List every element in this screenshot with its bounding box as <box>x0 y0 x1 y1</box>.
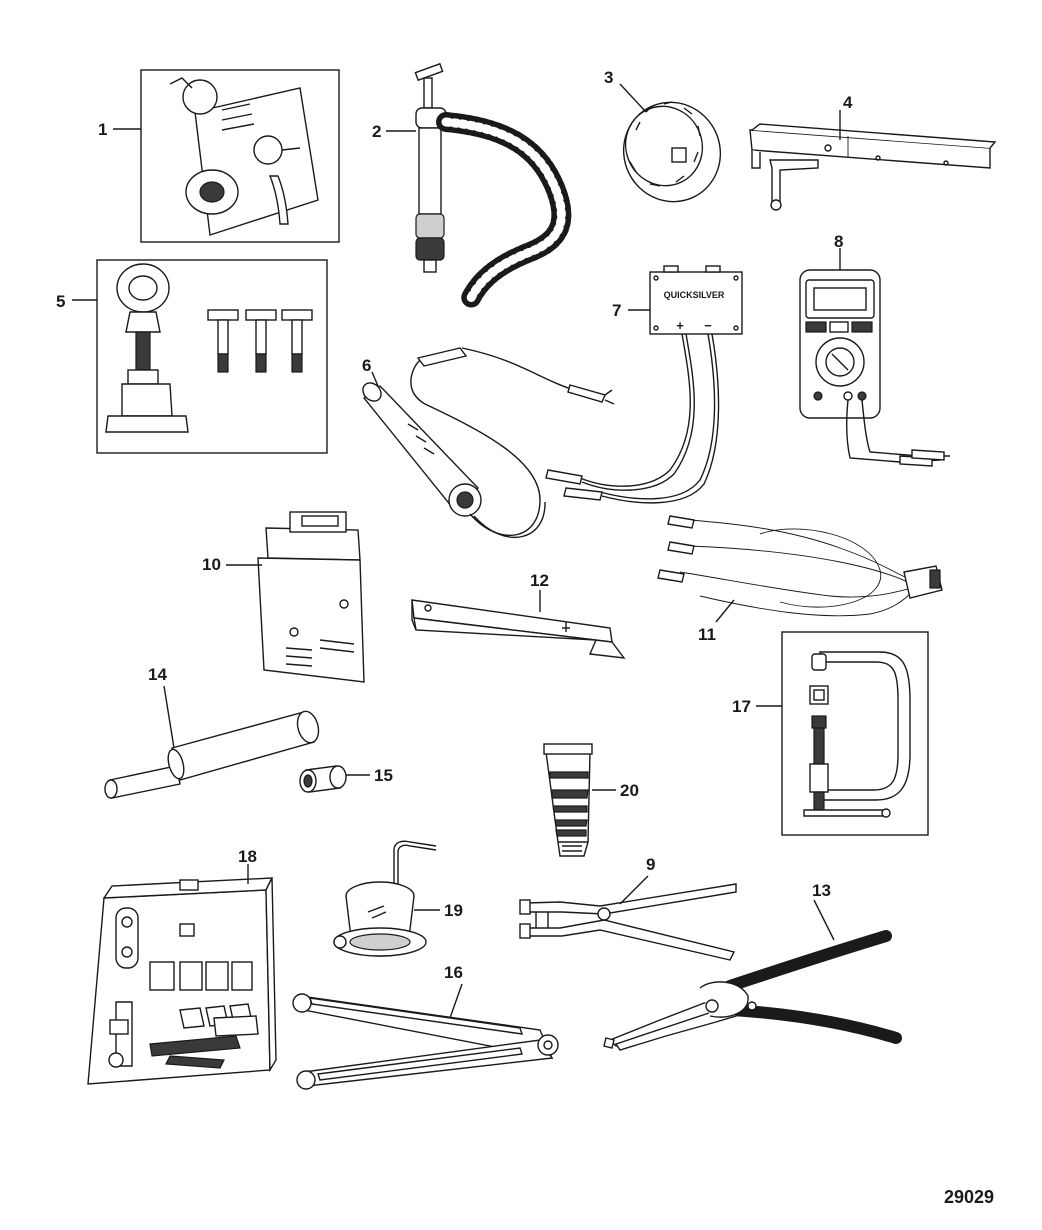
tool-7-box <box>649 271 743 335</box>
tool-10: 10 <box>202 511 365 683</box>
tool-13: 13 <box>603 881 902 1051</box>
tool-2: 2 <box>372 62 572 310</box>
tool-9: 9 <box>519 855 737 961</box>
quicksilver-label: QUICKSILVER <box>664 290 725 300</box>
callout-8: 8 <box>834 232 843 251</box>
tool-12: 12 <box>411 571 626 659</box>
tool-15: 15 <box>299 765 393 793</box>
tool-4: 4 <box>749 93 997 211</box>
callout-15: 15 <box>374 766 393 785</box>
callout-2: 2 <box>372 122 381 141</box>
tool-19: 19 <box>333 840 463 957</box>
tool-20: 20 <box>543 743 639 857</box>
tool-1: 1 <box>98 69 340 243</box>
callout-7: 7 <box>612 301 621 320</box>
tool-16: 16 <box>292 963 559 1090</box>
callout-1: 1 <box>98 120 107 139</box>
tool-8: 8 <box>799 232 950 467</box>
callout-13: 13 <box>812 881 831 900</box>
callout-5: 5 <box>56 292 65 311</box>
callout-17: 17 <box>732 697 751 716</box>
plus-terminal-label: + <box>676 318 684 333</box>
callout-16: 16 <box>444 963 463 982</box>
callout-12: 12 <box>530 571 549 590</box>
callout-20: 20 <box>620 781 639 800</box>
tool-18: 18 <box>87 847 277 1085</box>
tool-3: 3 <box>604 68 722 203</box>
tool-14: 14 <box>104 665 320 799</box>
tool-6: 6 <box>362 347 615 539</box>
figure-number: 29029 <box>944 1187 995 1207</box>
callout-11: 11 <box>698 625 716 644</box>
callout-4: 4 <box>843 93 853 112</box>
tool-11: 11 <box>657 515 943 644</box>
callout-14: 14 <box>148 665 167 684</box>
callout-6: 6 <box>362 356 371 375</box>
callout-18: 18 <box>238 847 257 866</box>
callout-9: 9 <box>646 855 655 874</box>
callout-10: 10 <box>202 555 221 574</box>
tool-7: QUICKSILVER + − 7 <box>545 265 743 504</box>
minus-terminal-label: − <box>704 318 712 333</box>
tool-5: 5 <box>56 259 328 454</box>
tool-5-bolts <box>207 309 313 373</box>
tool-17: 17 <box>732 631 929 836</box>
callout-19: 19 <box>444 901 463 920</box>
callout-3: 3 <box>604 68 613 87</box>
